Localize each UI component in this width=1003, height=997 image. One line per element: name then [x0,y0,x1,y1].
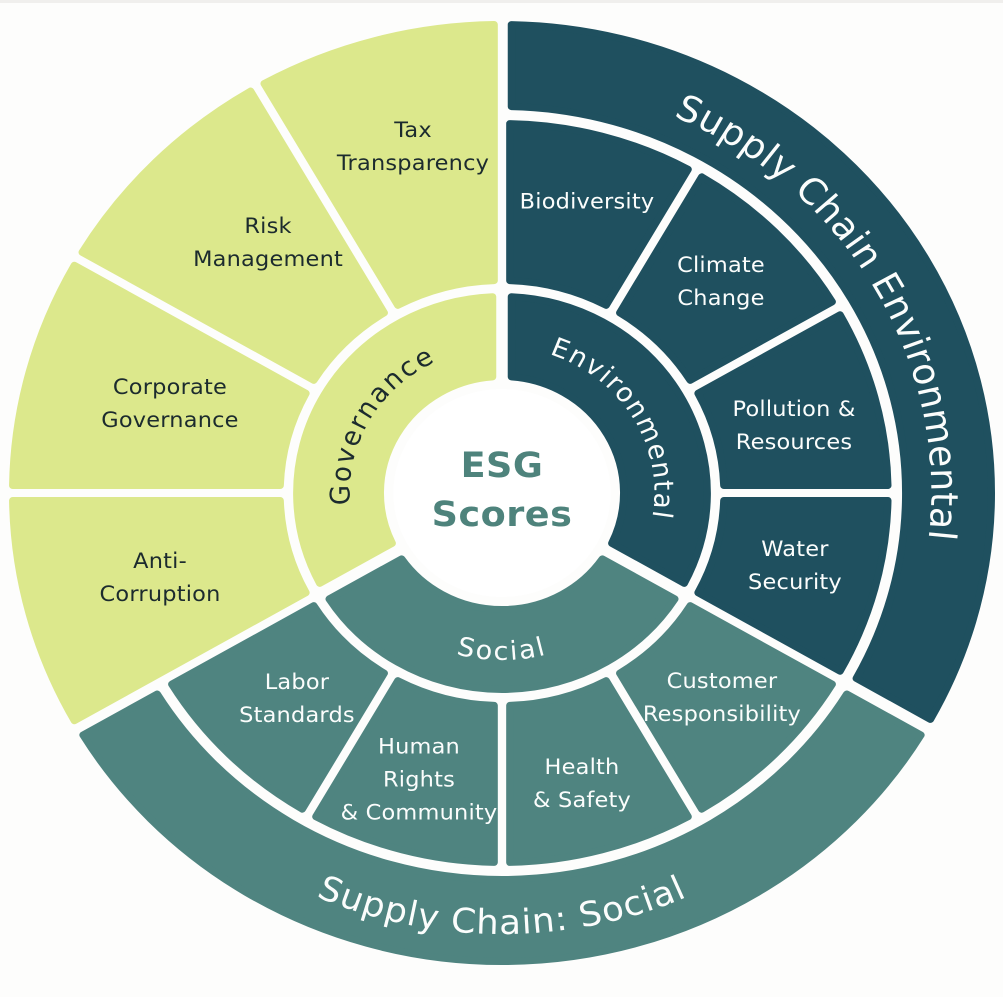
segment-pollution-resources [694,311,892,489]
segment-health-safety [506,677,692,866]
segment-human-rights-community [312,677,498,866]
segment-anti-corruption [9,497,310,725]
segment-risk-management [78,87,388,384]
page-top-edge [0,0,1003,3]
sector-social-inner-ring [325,555,679,693]
segment-customer-responsibility [616,602,836,813]
segment-climate-change [616,173,836,384]
segment-tax-transparency [260,21,498,309]
center-title-line-1: ESG [461,446,544,486]
sector-social-outer-ring [79,690,925,966]
sector-environmental-inner-ring [507,293,711,587]
label-pollution-resources: Pollution &Resources [733,397,856,454]
sector-governance-inner-ring [293,293,497,587]
label-anti-corruption: Anti-Corruption [100,549,221,606]
label-health-safety: Health& Safety [533,755,631,812]
segment-biodiversity [506,120,692,309]
segment-labor-standards [168,602,388,813]
segment-corporate-governance [9,261,310,489]
segment-water-security [694,497,892,675]
curved-label-social-inner: Social [454,631,549,667]
center-title-line-2: Scores [432,495,573,535]
center-circle [393,389,611,597]
sector-environmental-outer-ring [507,21,995,723]
label-biodiversity: Biodiversity [520,190,655,214]
